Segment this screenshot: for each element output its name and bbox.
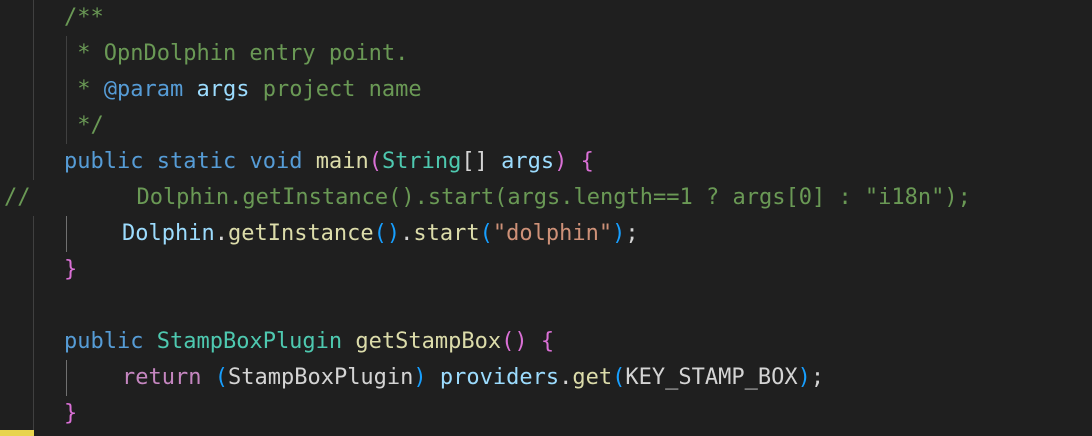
code-token: * (64, 77, 104, 102)
code-token: ) (612, 221, 626, 246)
code-token (236, 149, 249, 174)
code-line[interactable]: return (StampBoxPlugin) providers.get(KE… (122, 360, 824, 396)
code-token: . (559, 365, 573, 390)
code-token: ( (479, 221, 493, 246)
code-token: . (214, 221, 228, 246)
code-token: /** (64, 5, 104, 30)
code-token: args (501, 149, 555, 174)
code-token: StampBoxPlugin (227, 365, 414, 390)
indent-guide (66, 360, 67, 396)
code-token: () (501, 329, 528, 354)
code-token: { (540, 329, 555, 354)
code-line[interactable]: Dolphin.getInstance().start("dolphin"); (122, 216, 639, 252)
code-token: // Dolphin.getInstance().start(args.leng… (4, 185, 971, 210)
code-token: getInstance (227, 221, 374, 246)
code-token: args (196, 77, 250, 102)
indent-guide (66, 216, 67, 252)
code-token: [] (461, 149, 502, 174)
code-line[interactable]: public StampBoxPlugin getStampBox() { (64, 324, 554, 360)
code-token (143, 149, 156, 174)
code-token (201, 365, 214, 390)
code-token: () (373, 221, 401, 246)
code-token: get (572, 365, 613, 390)
code-token: String (381, 149, 462, 174)
code-token: ; (625, 221, 639, 246)
code-token: . (400, 221, 414, 246)
code-token: main (315, 149, 369, 174)
code-line[interactable]: * @param args project name (64, 72, 422, 108)
code-line[interactable]: } (64, 396, 77, 432)
code-token: static (156, 149, 237, 174)
code-token: ) (554, 149, 568, 174)
code-token: * OpnDolphin entry point. (64, 41, 409, 66)
code-token (143, 329, 156, 354)
code-token: start (413, 221, 480, 246)
code-token: return (122, 365, 202, 390)
code-line[interactable]: public static void main(String[] args) { (64, 144, 594, 180)
code-token: @param (103, 77, 184, 102)
code-token (342, 329, 355, 354)
indent-guide (33, 216, 34, 432)
code-token: public (64, 149, 144, 174)
code-line[interactable]: */ (64, 108, 104, 144)
code-token: getStampBox (355, 329, 502, 354)
code-token (302, 149, 315, 174)
code-token: void (249, 149, 303, 174)
code-token: */ (64, 113, 104, 138)
code-token: } (64, 257, 78, 282)
code-token: ) (413, 365, 427, 390)
code-line[interactable]: * OpnDolphin entry point. (64, 36, 408, 72)
indent-guide (33, 0, 34, 180)
code-token: KEY_STAMP_BOX (625, 365, 798, 390)
code-token (528, 329, 541, 354)
code-token: StampBoxPlugin (156, 329, 343, 354)
code-token: } (64, 401, 78, 426)
code-token: "dolphin" (492, 221, 613, 246)
code-token: ( (368, 149, 382, 174)
code-token: ; (810, 365, 825, 390)
code-line[interactable]: } (64, 252, 77, 288)
code-token: ( (214, 365, 228, 390)
code-token: public (64, 329, 144, 354)
code-line[interactable]: /** (64, 0, 104, 36)
code-token (183, 77, 196, 102)
code-token: ( (612, 365, 626, 390)
code-token (427, 365, 440, 390)
scroll-position-marker (0, 430, 34, 436)
code-token: project name (249, 77, 422, 102)
code-token: ) (797, 365, 811, 390)
code-token: providers (439, 365, 560, 390)
code-line[interactable]: // Dolphin.getInstance().start(args.leng… (4, 180, 971, 216)
code-token: { (580, 149, 594, 174)
code-token: Dolphin (122, 221, 215, 246)
code-token (567, 149, 580, 174)
indent-guide (66, 36, 67, 144)
